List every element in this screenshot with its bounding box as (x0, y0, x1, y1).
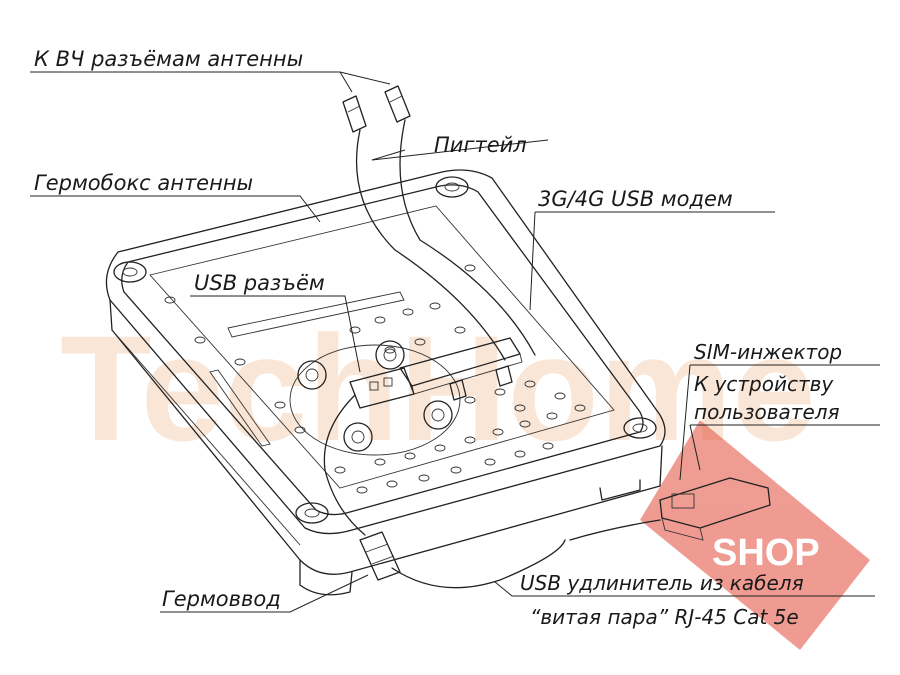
twisted-pair-cable (391, 539, 566, 589)
pin-bosses (164, 264, 586, 494)
pigtail-cable-2 (399, 119, 536, 356)
modem-clip-2 (495, 365, 513, 387)
pad-screw-4 (423, 400, 453, 430)
modem-clip-1 (449, 379, 467, 401)
label-to-device-1: К устройству (694, 372, 834, 396)
rf-connector-2 (384, 85, 411, 123)
leader-modem (529, 211, 775, 311)
enclosure-side-edge (111, 329, 301, 546)
leader-usb (190, 295, 361, 373)
usb-pin-1 (369, 381, 379, 391)
enclosure (105, 169, 666, 596)
leader-gland (160, 574, 369, 613)
pad-screw-1 (297, 360, 327, 390)
enclosure-base-lip (299, 559, 353, 596)
leader-extender (494, 581, 875, 597)
mount-hole-right (623, 417, 657, 439)
mount-hole-bottom (295, 502, 329, 524)
sim-injector (659, 477, 771, 541)
mounting-pad (289, 344, 461, 456)
leader-sim (679, 364, 880, 481)
leader-lines (30, 71, 880, 613)
shop-badge-shape (640, 420, 870, 650)
leader-device (689, 424, 880, 471)
leader-rf (30, 71, 353, 93)
label-pigtail: Пигтейл (434, 133, 527, 157)
internal-rib (227, 291, 405, 338)
leader-pigtail (371, 139, 549, 161)
gland-threads (365, 543, 395, 565)
enclosure-rim-outer (105, 169, 666, 535)
internal-slot (209, 369, 271, 447)
sim-injector-side (661, 517, 704, 541)
enclosure-floor (149, 205, 615, 489)
leader-enclosure (30, 195, 321, 223)
enclosure-foot (599, 479, 641, 501)
label-extender-1: USB удлинитель из кабеля (520, 571, 804, 595)
usb-pin-2 (383, 377, 393, 387)
label-enclosure: Гермобокс антенны (34, 171, 253, 195)
cable-gland (359, 531, 401, 581)
usb-connector-body (349, 367, 415, 409)
shop-badge-text: SHOP (712, 532, 820, 574)
shop-badge: SHOP (640, 420, 870, 650)
mount-hole-left (113, 261, 147, 283)
rf-connector-1 (342, 95, 367, 133)
internal-usb-cable (323, 394, 366, 536)
label-rf-connectors: К ВЧ разъёмам антенны (34, 47, 303, 71)
label-modem: 3G/4G USB модем (538, 187, 733, 211)
label-extender-2: “витая пара” RJ-45 Cat 5e (530, 605, 799, 629)
mount-hole-top (435, 176, 469, 198)
gland-body (359, 531, 401, 581)
pad-screw-3 (343, 422, 373, 452)
usb-connector (349, 367, 415, 409)
pigtails (342, 85, 536, 361)
pad-screw-2 (375, 340, 405, 370)
pigtail-cable-1 (355, 129, 506, 361)
label-sim-injector: SIM-инжектор (694, 340, 842, 364)
sim-injector-pcb (671, 493, 695, 509)
user-cable (569, 519, 661, 541)
label-usb-port: USB разъём (194, 271, 325, 295)
label-cable-gland: Гермоввод (162, 587, 281, 611)
label-to-device-2: пользователя (694, 400, 840, 424)
